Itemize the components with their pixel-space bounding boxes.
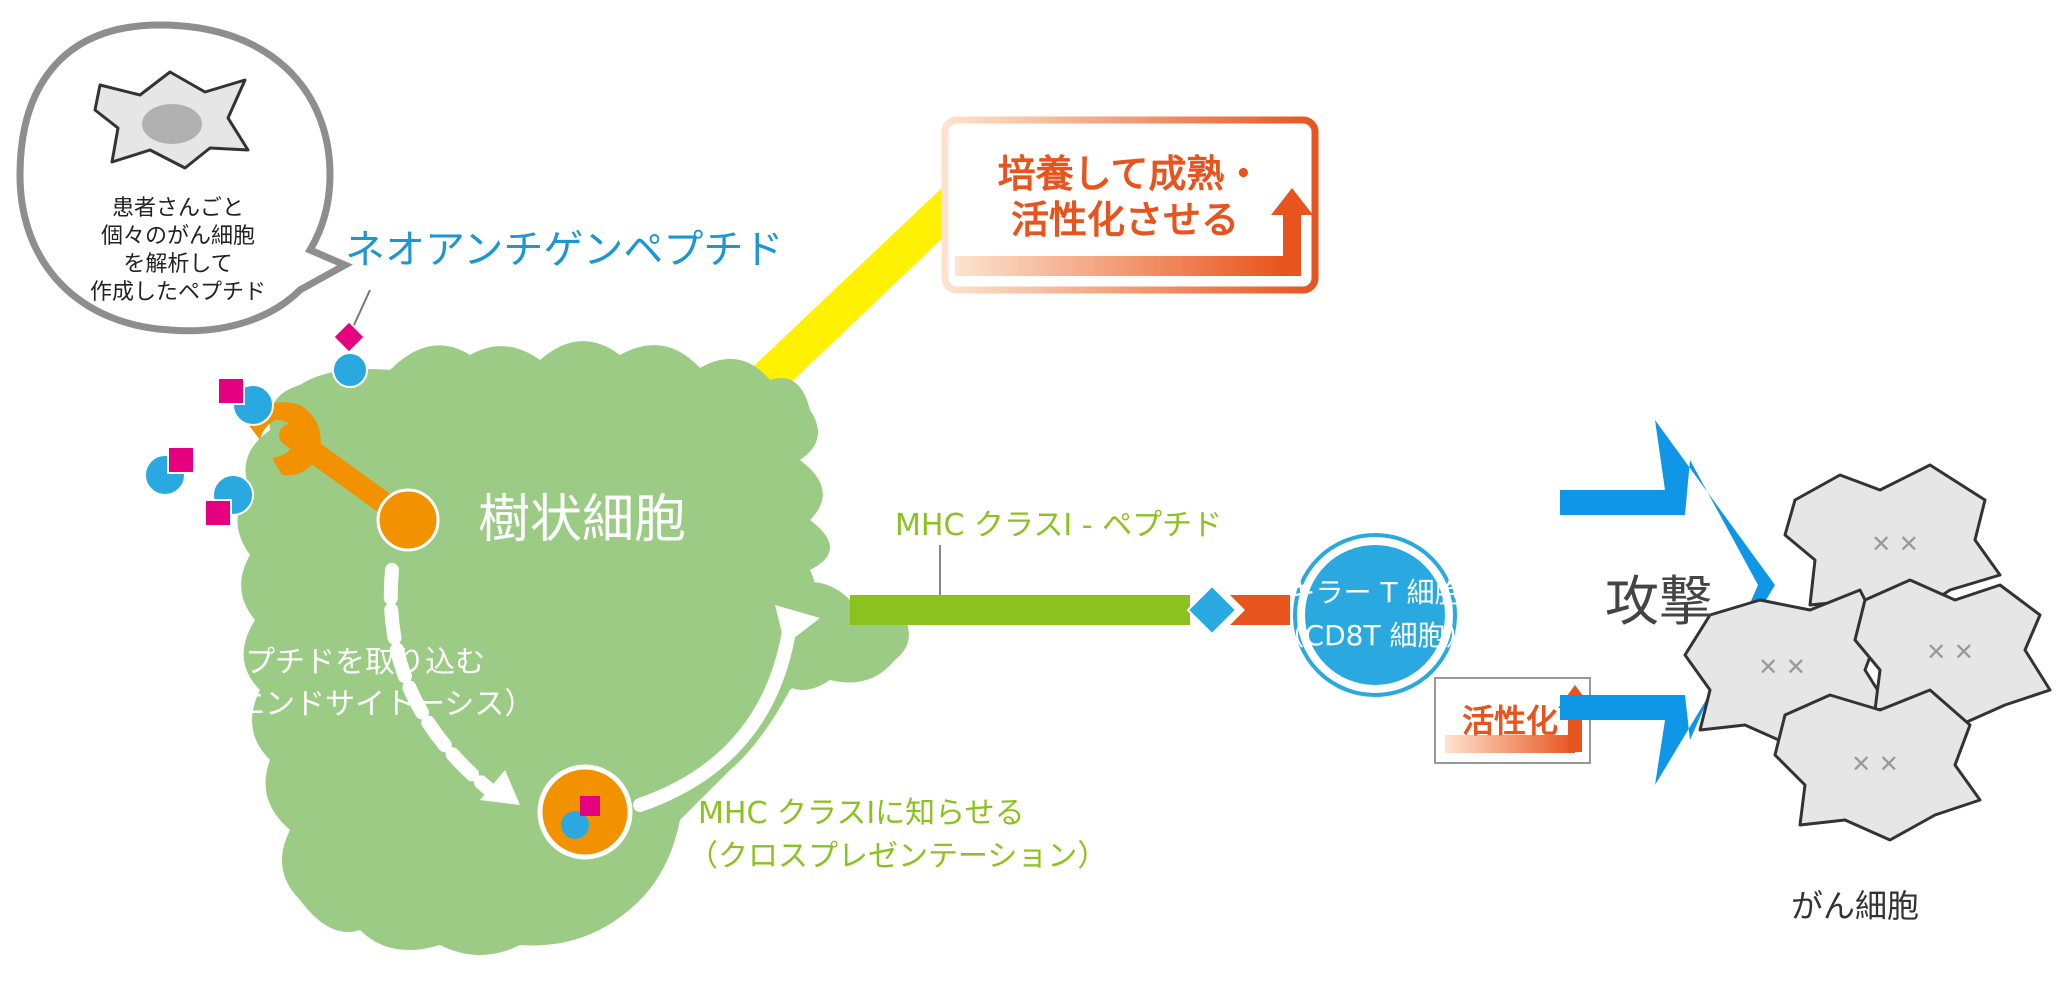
dendritic-cell-label: 樹状細胞 [478, 490, 686, 550]
cancer-cell-icon: ✕ ✕ [1853, 578, 2052, 727]
cancer-cells: ✕ ✕ ✕ ✕ ✕ ✕ ✕ ✕ [1683, 463, 2052, 842]
neoantigen-label: ネオアンチゲンペプチド [345, 227, 783, 273]
receptor-ball-icon [376, 488, 440, 552]
endosome [537, 764, 633, 860]
culture-box: 培養して成熟・ 活性化させる [941, 116, 1319, 294]
attack-arrow [1560, 420, 1775, 785]
cancer-cell-icon [93, 70, 250, 170]
peptide-icon-3 [144, 446, 195, 496]
activation-badge: 活性化 [1434, 677, 1592, 764]
cancer-cell-icon: ✕ ✕ [1773, 688, 1982, 842]
svg-text:✕ ✕: ✕ ✕ [1926, 638, 1974, 666]
killer-label-2: （CD8T 細胞） [1277, 619, 1474, 652]
present-label-1: MHC クラスIに知らせる [698, 796, 1025, 831]
culture-label-1: 培養して成熟・ [998, 152, 1263, 196]
neoantigen-pointer-line [353, 289, 371, 326]
killer-t-cell: キラー T 細胞 （CD8T 細胞） [1277, 533, 1474, 697]
mhc-peptide-complex [850, 545, 1290, 636]
bubble-line-4: 作成したペプチド [90, 280, 266, 305]
endosome-peptide-icon [561, 811, 589, 839]
peptide-icon-4 [204, 474, 254, 527]
peptide-icon-2 [217, 377, 274, 426]
bubble-line-1: 患者さんごと [112, 196, 244, 221]
speech-bubble: 患者さんごと 個々のがん細胞 を解析して 作成したペプチド [16, 21, 353, 335]
uptake-label-1: ペプチドを取り込む [215, 645, 485, 680]
mhc-peptide-label: MHC クラスI - ペプチド [895, 508, 1222, 543]
process-arrow [383, 563, 820, 812]
uptake-label-2: （エンドサイトーシス） [205, 687, 534, 722]
culture-arrow-band [720, 185, 948, 412]
peptide-icon-1 [332, 320, 368, 388]
killer-label-1: キラー T 細胞 [1288, 576, 1463, 609]
cancer-cell-label: がん細胞 [1791, 887, 1919, 925]
attack-label: 攻撃 [1605, 570, 1713, 633]
bubble-line-2: 個々のがん細胞 [101, 224, 255, 249]
peptide-diamond-icon [1186, 584, 1238, 636]
present-label-2: （クロスプレゼンテーション） [688, 839, 1107, 874]
culture-label-2: 活性化させる [1011, 198, 1239, 242]
svg-text:✕ ✕: ✕ ✕ [1758, 653, 1806, 681]
cancer-cell-icon: ✕ ✕ [1783, 463, 2002, 622]
svg-text:✕ ✕: ✕ ✕ [1871, 530, 1919, 558]
bubble-line-3: を解析して [123, 252, 232, 277]
activation-label: 活性化 [1462, 702, 1558, 740]
svg-text:✕ ✕: ✕ ✕ [1851, 750, 1899, 778]
up-arrow-icon [1271, 188, 1313, 276]
